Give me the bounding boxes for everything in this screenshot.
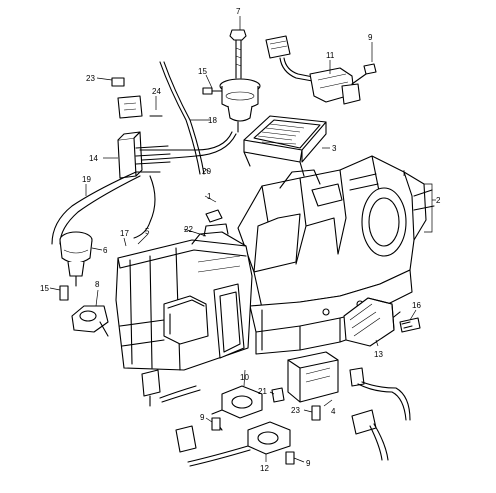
callout-9-left: 9 — [200, 413, 205, 422]
leader-lines — [49, 16, 436, 463]
callout-17: 17 — [120, 229, 129, 238]
callout-22: 22 — [184, 225, 193, 234]
front-air-box — [115, 209, 253, 371]
callout-1: 1 — [207, 192, 212, 201]
flap-servo-12 — [175, 421, 291, 467]
wiring-connector-assembly — [265, 35, 377, 105]
callout-13: 13 — [374, 350, 383, 359]
valve-block — [111, 77, 171, 179]
callout-15-left: 15 — [40, 284, 49, 293]
callout-9-top: 9 — [368, 33, 373, 42]
callout-11: 11 — [326, 51, 335, 60]
callout-23-bottom: 23 — [291, 406, 300, 415]
callout-2: 2 — [436, 196, 441, 205]
callout-14: 14 — [89, 154, 98, 163]
small-fasteners — [211, 387, 321, 465]
control-knob-assembly — [202, 29, 261, 133]
vacuum-hoses — [51, 61, 237, 245]
callout-12: 12 — [260, 464, 269, 473]
callout-10: 10 — [240, 373, 249, 382]
callout-labels: 7 9 11 15 23 24 18 3 14 20 19 1 2 22 5 1… — [40, 7, 441, 473]
callout-5: 5 — [145, 227, 150, 236]
callout-21: 21 — [258, 387, 267, 396]
callout-18: 18 — [208, 116, 217, 125]
callout-16: 16 — [412, 301, 421, 310]
callout-4: 4 — [331, 407, 336, 416]
callout-24: 24 — [152, 87, 161, 96]
callout-8: 8 — [95, 280, 100, 289]
callout-9-bottom: 9 — [306, 459, 311, 468]
callout-15-top: 15 — [198, 67, 207, 76]
control-module — [287, 351, 411, 461]
callout-20: 20 — [202, 167, 211, 176]
filter-tray — [243, 115, 327, 177]
callout-3: 3 — [332, 144, 337, 153]
right-connector-block — [343, 297, 421, 347]
vacuum-actuator — [59, 231, 93, 287]
flap-servo-10 — [141, 369, 263, 431]
callout-6: 6 — [103, 246, 108, 255]
heater-housing — [237, 155, 435, 355]
callout-7: 7 — [236, 7, 241, 16]
flap-lever-bracket — [59, 285, 109, 337]
callout-23-top: 23 — [86, 74, 95, 83]
callout-19: 19 — [82, 175, 91, 184]
